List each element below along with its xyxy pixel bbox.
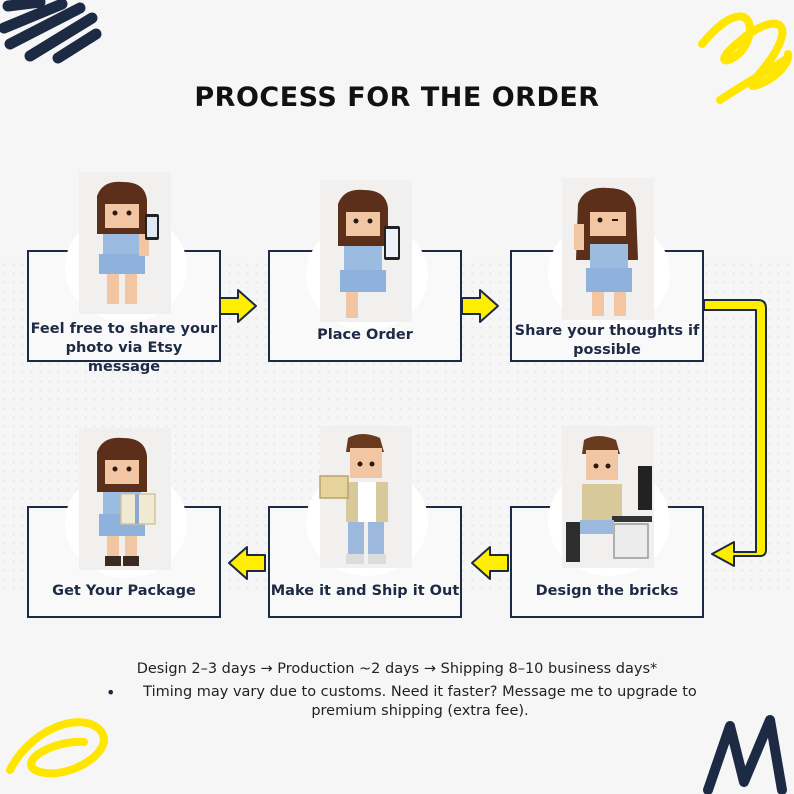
step-label: Place Order — [317, 327, 413, 343]
figure-photo-girl-with-phone — [65, 172, 187, 322]
arrow-down-connector-icon — [703, 299, 767, 567]
shipping-note: Timing may vary due to customs. Need it … — [143, 684, 697, 719]
timeline-text: Design 2–3 days → Production ~2 days → S… — [136, 661, 658, 677]
figure-photo-girl-waving — [548, 178, 670, 328]
yellow-scribble-bottom-left — [6, 718, 108, 778]
figure-photo-girl-placing-order — [306, 180, 428, 330]
step-6: Get Your Package — [27, 428, 221, 618]
page-title: PROCESS FOR THE ORDER — [194, 82, 600, 113]
step-2: Place Order — [268, 180, 462, 362]
arrow-right-icon — [219, 289, 257, 323]
arrow-right-icon — [461, 289, 499, 323]
figure-photo-boy-at-computer — [548, 426, 670, 576]
step-4: Design the bricks — [510, 426, 704, 618]
step-1: Feel free to share your photo via Etsy m… — [27, 172, 221, 375]
step-label: Feel free to share your photo via Etsy m… — [30, 321, 218, 375]
figure-photo-boy-shipping-box — [306, 426, 428, 576]
navy-scribble-top-left — [0, 0, 102, 64]
arrow-left-icon — [228, 546, 266, 580]
step-label: Make it and Ship it Out — [270, 583, 460, 599]
figure-photo-girl-with-package — [65, 428, 187, 578]
navy-scribble-bottom-right — [703, 715, 787, 794]
step-label: Get Your Package — [52, 583, 196, 599]
step-label: Design the bricks — [535, 583, 679, 599]
step-5: Make it and Ship it Out — [268, 426, 462, 618]
step-3: Share your thoughts if possible — [510, 178, 704, 362]
yellow-scribble-top-right — [698, 12, 793, 104]
arrow-left-icon — [471, 546, 509, 580]
bullet-icon: • — [106, 683, 116, 702]
step-label: Share your thoughts if possible — [514, 323, 700, 358]
